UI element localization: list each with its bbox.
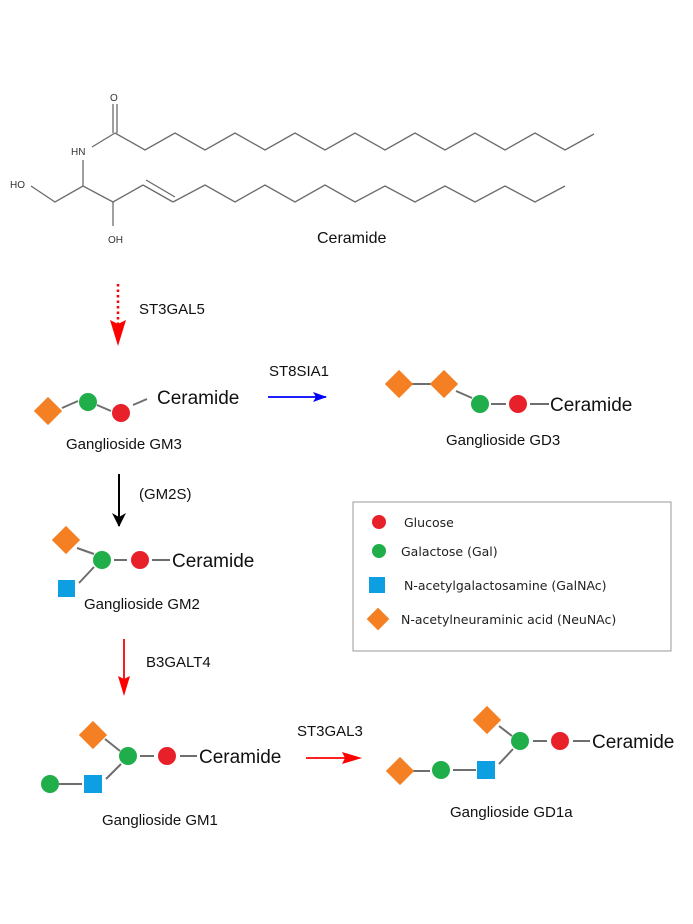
legend-label-neunac: N-acetylneuraminic acid (NeuNAc) [401,612,616,627]
neunac-diamond [51,525,81,555]
enzyme-label-st8sia1: ST8SIA1 [269,363,329,380]
glucose-circle [551,732,569,750]
arrow-st3gal5: ST3GAL5 [110,284,205,346]
glycosidic-link [498,748,514,765]
hydroxyl-left-label: HO [10,180,25,191]
molecule-name-gm3: Ganglioside GM3 [66,436,182,453]
legend-box [352,501,672,652]
legend-label-galactose: Galactose (Gal) [401,544,498,559]
glycosidic-link [61,400,79,409]
ganglioside-gm3: Ceramide Ganglioside GM3 [33,388,239,453]
galnac-square [84,775,102,793]
glycosidic-link [498,725,513,737]
molecule-name-gd1a: Ganglioside GD1a [450,804,573,821]
enzyme-label-gm2s: (GM2S) [139,486,192,503]
legend-glucose-symbol [372,515,386,529]
sphingosine-chain-bond [112,184,144,203]
ceramide-structure: O HN HO OH Ceramide [10,93,595,247]
arrow-head [342,752,362,764]
ceramide-anchor-label: Ceramide [172,551,254,572]
double-bond [142,184,174,203]
amine-atom-label: HN [71,147,85,158]
neunac-diamond [33,396,63,426]
galnac-square [58,580,75,597]
arrow-gm2s: (GM2S) [112,474,192,527]
glycosidic-link [78,566,95,584]
arrow-head [118,676,130,696]
legend-neunac-symbol [366,607,390,631]
ceramide-label: Ceramide [317,230,386,247]
ganglioside-gm1: Ceramide Ganglioside GM1 [41,720,281,829]
ceramide-anchor-label: Ceramide [550,395,632,416]
arrow-st3gal3: ST3GAL3 [297,723,363,764]
ceramide-anchor-label: Ceramide [199,747,281,768]
glucose-circle [509,395,527,413]
galactose-circle [432,761,450,779]
legend-galactose-symbol [372,544,386,558]
arrow-b3galt4: B3GALT4 [118,639,211,696]
molecule-name-gm2: Ganglioside GM2 [84,596,200,613]
glucose-circle [131,551,149,569]
double-bond [145,179,176,198]
glycosidic-link [105,763,122,780]
glucose-circle [112,404,130,422]
glycosidic-link [96,404,112,412]
molecule-name-gd3: Ganglioside GD3 [446,432,560,449]
enzyme-label-b3galt4: B3GALT4 [146,654,211,671]
glucose-circle [158,747,176,765]
glycosidic-link [76,547,95,555]
arrow-head [110,320,126,346]
glycosidic-link [132,398,148,406]
neunac-diamond [385,756,415,786]
legend: Glucose Galactose (Gal) N-acetylgalactos… [352,501,672,652]
sphingosine-head [30,185,114,203]
enzyme-label-st3gal3: ST3GAL3 [297,723,363,740]
galactose-circle [79,393,97,411]
legend-label-glucose: Glucose [404,515,454,530]
glycosidic-link [455,390,473,399]
neunac-diamond [78,720,108,750]
ganglioside-gd3: Ceramide Ganglioside GD3 [384,369,632,449]
ganglioside-gm2: Ceramide Ganglioside GM2 [51,525,254,613]
galactose-circle [119,747,137,765]
galnac-square [477,761,495,779]
molecule-name-gm1: Ganglioside GM1 [102,812,218,829]
galactose-circle [93,551,111,569]
enzyme-label-st3gal5: ST3GAL5 [139,301,205,318]
legend-label-galnac: N-acetylgalactosamine (GalNAc) [404,578,607,593]
ganglioside-gd1a: Ceramide Ganglioside GD1a [385,705,674,821]
oxygen-atom-label: O [110,93,118,104]
galactose-circle [41,775,59,793]
hydroxyl-bottom-label: OH [108,235,123,246]
neunac-diamond [429,369,459,399]
arrow-st8sia1: ST8SIA1 [268,363,329,402]
ceramide-anchor-label: Ceramide [157,388,239,409]
neunac-diamond [384,369,414,399]
neunac-diamond [472,705,502,735]
sphingosine-chain [172,184,566,203]
fatty-acyl-chain [114,132,595,151]
galactose-circle [471,395,489,413]
galactose-circle [511,732,529,750]
amide-bond [91,132,116,148]
legend-galnac-symbol [369,577,385,593]
glycosidic-link [104,738,121,752]
ceramide-anchor-label: Ceramide [592,732,674,753]
